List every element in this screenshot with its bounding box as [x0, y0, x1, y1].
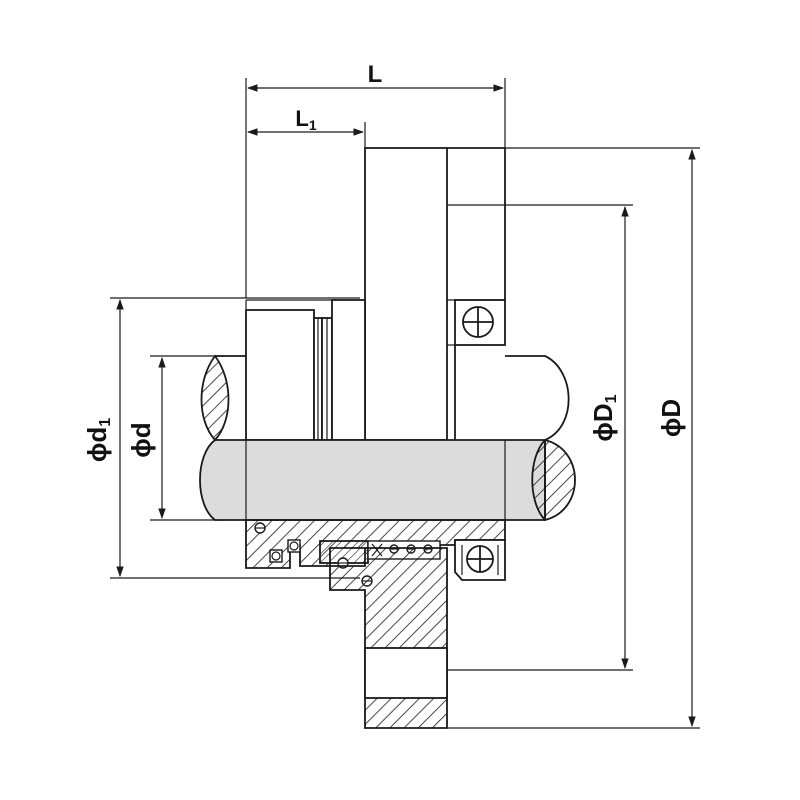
shaft — [199, 354, 576, 522]
dimension-lines — [116, 84, 696, 728]
gland-housing — [364, 147, 506, 441]
dim-label-phi-D1: ϕD1 — [588, 394, 620, 441]
rotating-seal-head — [245, 299, 366, 441]
dim-label-phi-d: ϕd — [126, 422, 156, 457]
dim-label-L1: L1 — [295, 106, 316, 133]
set-screw-upper — [462, 306, 494, 338]
set-screw-lower — [466, 545, 494, 573]
dim-label-phi-d1: ϕd1 — [82, 418, 114, 462]
dim-label-phi-D: ϕD — [656, 399, 686, 437]
extension-lines — [110, 78, 700, 729]
dim-label-L: L — [368, 61, 383, 88]
seal-section-lower — [245, 519, 506, 729]
